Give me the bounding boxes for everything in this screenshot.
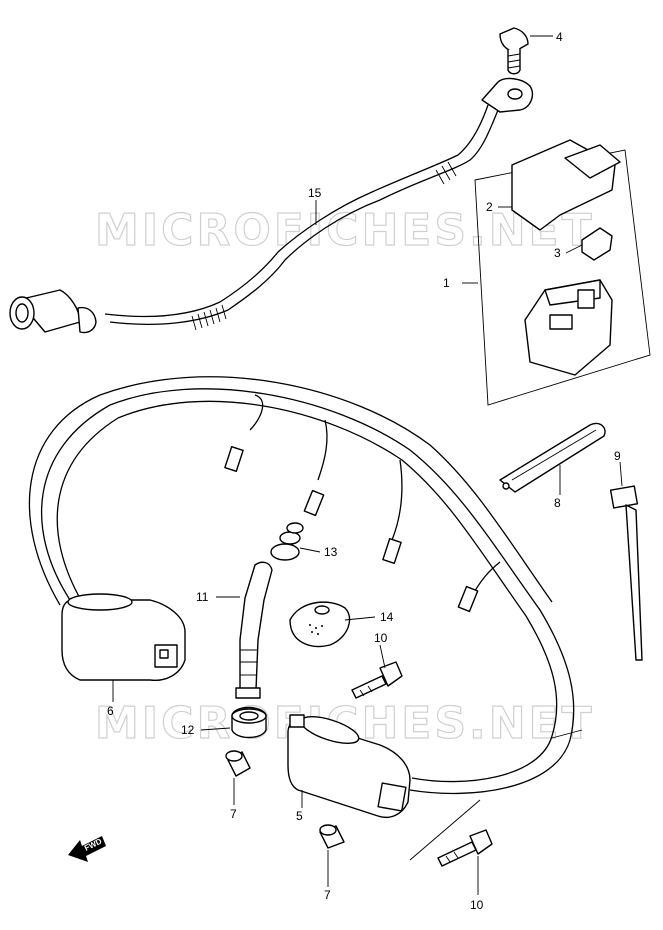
callout-10-lower: 10 [470,898,484,912]
starter-cable-part-15 [9,77,534,334]
cap-grommet-part-13 [270,522,304,561]
callout-10-upper: 10 [374,631,388,645]
callout-7-upper: 7 [230,807,237,821]
plug-cap-part-11 [235,561,273,699]
starter-relay-box-part-1 [474,139,651,406]
bolt-part-10-lower [437,829,493,867]
coil-harness-wires [28,376,583,861]
callout-4: 4 [556,30,563,44]
callout-1: 1 [443,276,450,290]
callout-11: 11 [196,590,209,604]
bolt-part-10-upper [351,661,403,699]
callout-9: 9 [614,449,621,463]
ignition-coil-part-6 [61,593,186,682]
callout-15: 15 [308,186,322,200]
callout-13: 13 [324,545,338,559]
leader-lines [112,200,623,895]
callout-5: 5 [296,809,303,823]
callout-7-lower: 7 [324,888,331,902]
callout-2: 2 [486,200,493,214]
ignition-coil-part-5 [287,714,411,819]
callout-14: 14 [380,610,394,624]
callout-12: 12 [181,723,195,737]
bracket-part-8 [499,422,606,493]
clamp-part-9 [609,485,643,661]
callout-8: 8 [554,496,561,510]
callout-6: 6 [107,704,114,718]
spacer-part-7-lower [319,824,345,849]
spacer-part-7-upper [225,750,251,777]
collar-part-12 [231,706,267,739]
watermark-top: MICROFICHES.NET [95,205,595,256]
callout-3: 3 [554,246,561,260]
cushion-pad-part-14 [289,601,351,648]
forward-arrow-icon: FWD [68,836,106,862]
bolt-part-4 [499,27,553,75]
